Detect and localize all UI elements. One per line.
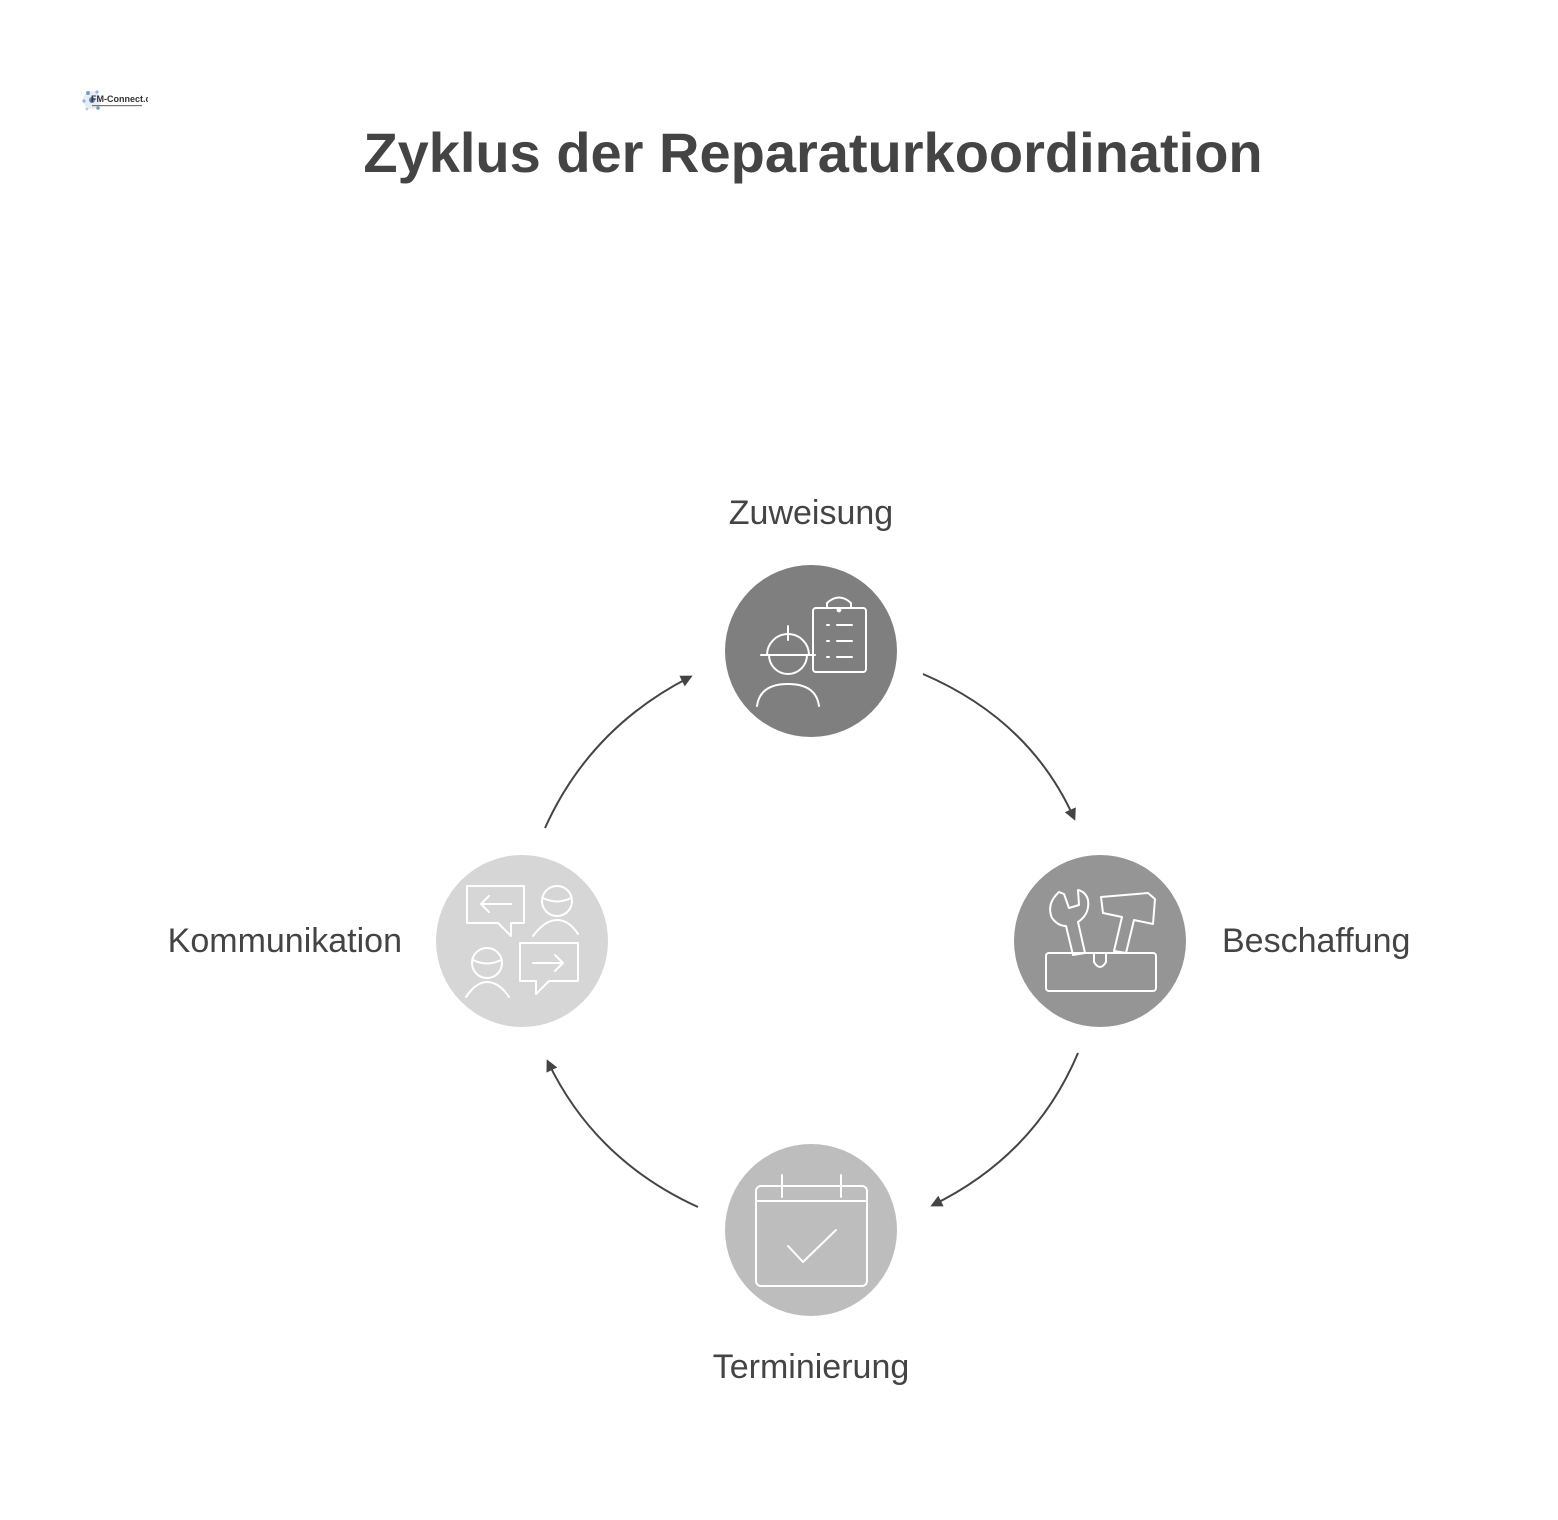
arrow-beschaffung-to-terminierung	[930, 1052, 1079, 1207]
fm-connect-logo: FM-Connect.com	[78, 84, 164, 116]
step-label-beschaffung: Beschaffung	[1222, 922, 1411, 960]
step-circle-kommunikation	[436, 855, 608, 1027]
step-kommunikation	[436, 855, 608, 1027]
step-circle-zuweisung	[725, 565, 897, 737]
page-title: Zyklus der Reparaturkoordination	[363, 121, 1263, 184]
toolbox-icon	[1045, 889, 1157, 992]
step-zuweisung	[725, 565, 897, 737]
step-terminierung	[725, 1144, 897, 1316]
worker-clipboard-icon	[756, 596, 867, 707]
step-label-terminierung: Terminierung	[712, 1348, 910, 1386]
logo-splash-icon	[82, 90, 101, 111]
step-label-kommunikation: Kommunikation	[167, 922, 402, 960]
arrow-terminierung-to-kommunikation	[546, 1059, 699, 1208]
conversation-icon	[465, 885, 579, 998]
step-beschaffung	[1014, 855, 1186, 1027]
arrow-kommunikation-to-zuweisung	[544, 675, 693, 829]
step-circle-terminierung	[725, 1144, 897, 1316]
step-label-zuweisung: Zuweisung	[728, 494, 894, 532]
calendar-check-icon	[755, 1174, 868, 1287]
logo-text: FM-Connect.com	[91, 94, 148, 104]
arrow-zuweisung-to-beschaffung	[922, 673, 1076, 821]
step-circle-beschaffung	[1014, 855, 1186, 1027]
